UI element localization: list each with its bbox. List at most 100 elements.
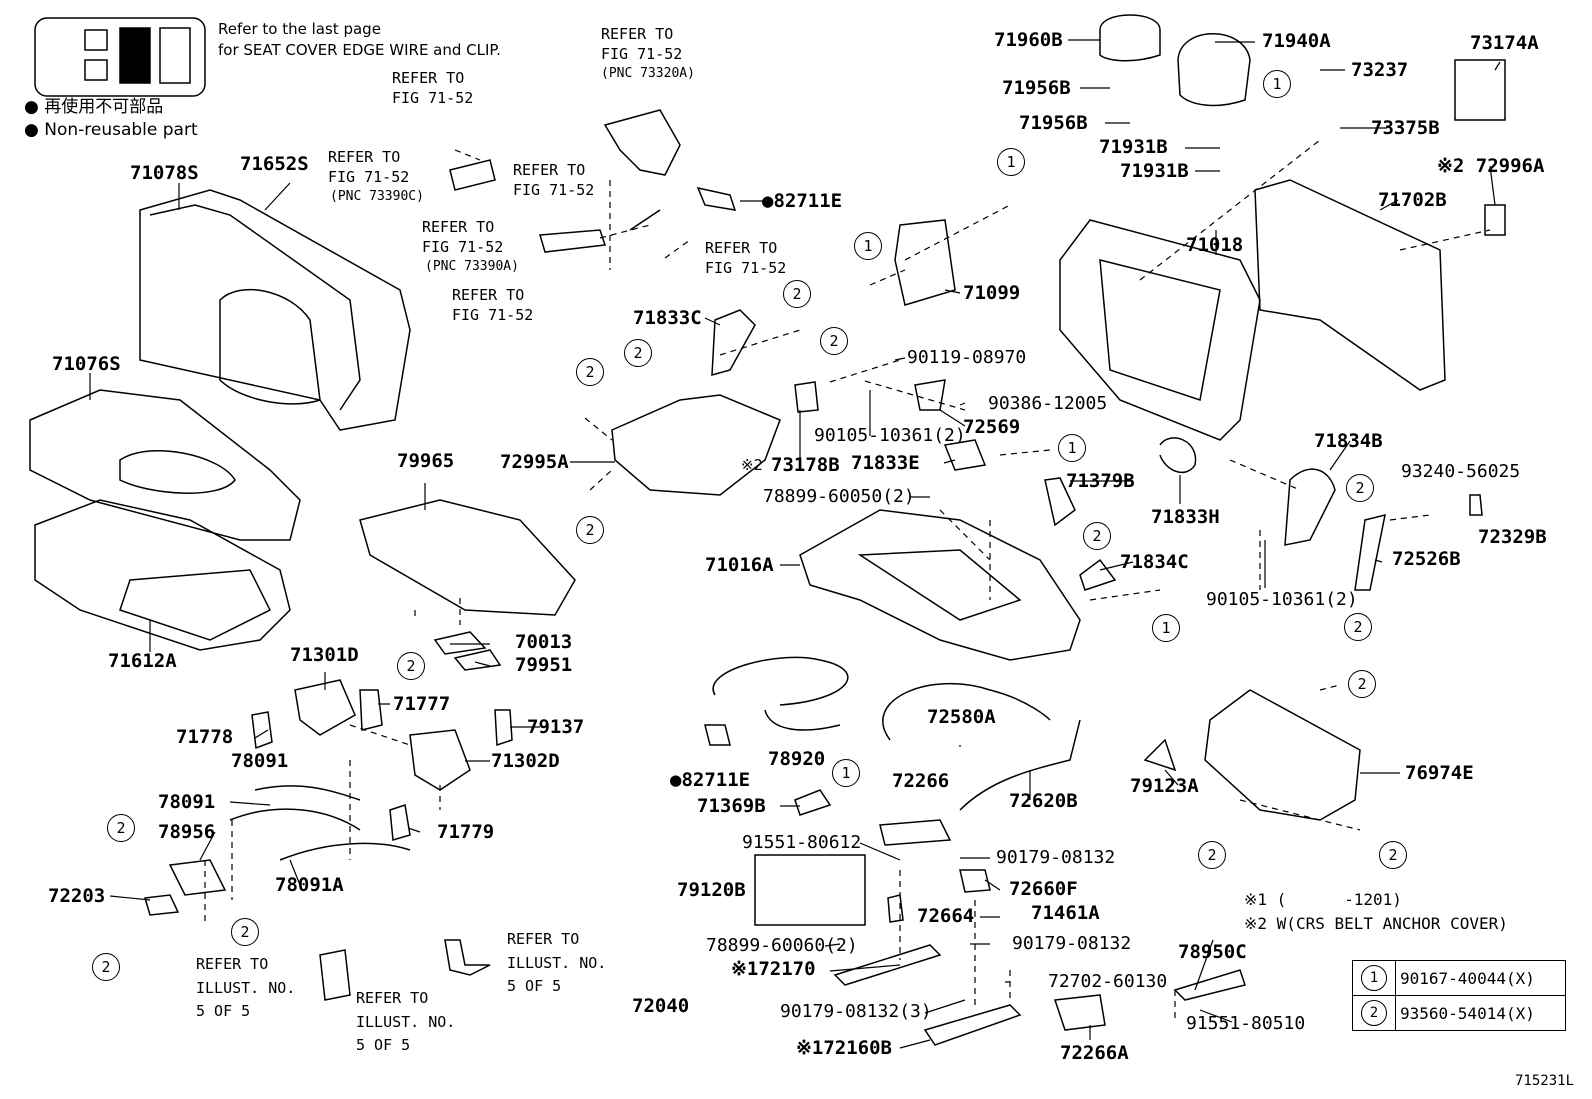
part-label-71461A: 71461A bbox=[1031, 902, 1100, 924]
part-label-71960B: 71960B bbox=[994, 29, 1063, 51]
part-label-78920: 78920 bbox=[768, 748, 826, 770]
part-label-71099: 71099 bbox=[963, 282, 1021, 304]
hinge-71302D bbox=[409, 729, 471, 791]
ref-5c: (PNC 73390A) bbox=[425, 259, 519, 274]
illust-ref-1a: REFER TO bbox=[196, 955, 269, 973]
cover-71834B bbox=[1284, 468, 1336, 546]
marker-circle-1: 1 bbox=[854, 232, 882, 260]
footnote-1: ※1 ( -1201) bbox=[1244, 890, 1402, 909]
buckle-73390C bbox=[449, 159, 496, 191]
illust-ref-2b: ILLUST. NO. bbox=[356, 1013, 456, 1031]
marker-circle-2: 2 bbox=[397, 652, 425, 680]
ref-1a: REFER TO bbox=[392, 69, 465, 87]
illust-ref-1c: 5 OF 5 bbox=[196, 1002, 251, 1020]
leader-lines bbox=[89, 39, 1501, 1049]
cover-73174A bbox=[1454, 59, 1506, 121]
belt-71833H bbox=[1159, 437, 1197, 474]
part-label-73174A: 73174A bbox=[1470, 32, 1539, 54]
bracket-72664 bbox=[887, 894, 904, 923]
tray-72995A bbox=[611, 394, 781, 496]
marker-circle-2: 2 bbox=[1346, 474, 1374, 502]
marker-circle-2: 2 bbox=[820, 327, 848, 355]
ref-1b: FIG 71-52 bbox=[392, 89, 474, 107]
marker-circle-2: 2 bbox=[1348, 670, 1376, 698]
part-label-78091-b: 78091 bbox=[158, 791, 216, 813]
part-label-73237: 73237 bbox=[1351, 59, 1409, 81]
footnote-2: ※2 W(CRS BELT ANCHOR COVER) bbox=[1244, 914, 1508, 933]
part-label-71301D: 71301D bbox=[290, 644, 359, 666]
part-label-90105-10361-a: 90105-10361(2) bbox=[814, 425, 966, 446]
bracket-71369B bbox=[794, 789, 832, 816]
bracket-78956 bbox=[168, 859, 227, 896]
part-label-71016A: 71016A bbox=[705, 554, 774, 576]
cover-71834C bbox=[1079, 558, 1117, 591]
part-label-71369B: 71369B bbox=[697, 795, 766, 817]
cover-79137 bbox=[494, 709, 513, 747]
seat-location-icon bbox=[34, 17, 206, 97]
frame-71016A bbox=[799, 509, 1081, 661]
ref-7b: FIG 71-52 bbox=[705, 259, 787, 277]
legend-part: 93560-54014(X) bbox=[1395, 995, 1566, 1031]
marker-circle-2: 2 bbox=[107, 814, 135, 842]
bracket-72569 bbox=[914, 379, 946, 411]
bracket-72660F bbox=[959, 869, 991, 893]
part-label-71018: 71018 bbox=[1186, 234, 1244, 256]
legend-num: 1 bbox=[1361, 965, 1387, 991]
illust-ref-3a: REFER TO bbox=[507, 930, 580, 948]
part-label-72996A: ※2 72996A bbox=[1437, 155, 1545, 177]
clip-72329B bbox=[1469, 494, 1483, 516]
part-label-72620B: 72620B bbox=[1009, 790, 1078, 812]
marker-circle-1: 1 bbox=[997, 148, 1025, 176]
ref-3b: FIG 71-52 bbox=[328, 168, 410, 186]
illust-ref-3b: ILLUST. NO. bbox=[507, 954, 607, 972]
cover-71099 bbox=[894, 219, 956, 306]
pad-70013 bbox=[433, 631, 487, 655]
part-label-79965: 79965 bbox=[397, 450, 455, 472]
part-label-78091A: 78091A bbox=[275, 874, 344, 896]
pad-bottom-left bbox=[319, 949, 351, 1001]
part-label-71612A: 71612A bbox=[108, 650, 177, 672]
figure-id: 715231L bbox=[1515, 1073, 1575, 1089]
part-label-90179-08132-b: 90179-08132 bbox=[1012, 933, 1132, 954]
cable-78920 bbox=[712, 656, 849, 731]
pad-72266 bbox=[879, 819, 952, 846]
cable-78091 bbox=[229, 785, 411, 861]
part-label-72526B: 72526B bbox=[1392, 548, 1461, 570]
marker-circle-1: 1 bbox=[1152, 614, 1180, 642]
marker-circle-2: 2 bbox=[783, 280, 811, 308]
part-label-79137: 79137 bbox=[527, 716, 585, 738]
marker-circle-2: 2 bbox=[1379, 841, 1407, 869]
pad-72266A bbox=[1053, 994, 1106, 1031]
part-label-71931B-1: 71931B bbox=[1099, 136, 1168, 158]
cover-71778 bbox=[251, 711, 273, 750]
part-label-82711E: ●82711E bbox=[762, 190, 843, 212]
part-label-91551-80612: 91551-80612 bbox=[742, 832, 862, 853]
part-label-72664: 72664 bbox=[917, 905, 975, 927]
legend-row: 2 93560-54014(X) bbox=[1352, 995, 1566, 1031]
ref-5b: FIG 71-52 bbox=[422, 238, 504, 256]
part-label-71778: 71778 bbox=[176, 726, 234, 748]
marker-circle-2: 2 bbox=[576, 358, 604, 386]
pad-79965 bbox=[359, 499, 576, 616]
part-label-91551-80510: 91551-80510 bbox=[1186, 1013, 1306, 1034]
dashed-lines bbox=[204, 139, 1491, 1020]
part-label-90179-08132-a: 90179-08132 bbox=[996, 847, 1116, 868]
illust-ref-1b: ILLUST. NO. bbox=[196, 979, 296, 997]
cover-72526B bbox=[1354, 513, 1386, 591]
part-label-90386-12005: 90386-12005 bbox=[988, 393, 1108, 414]
trim-ref bbox=[444, 939, 491, 976]
ref-3c: (PNC 73390C) bbox=[330, 189, 424, 204]
part-label-79123A: 79123A bbox=[1130, 775, 1199, 797]
part-label-73178B: 73178B bbox=[771, 454, 840, 476]
part-label-71379B: 71379B bbox=[1066, 470, 1135, 492]
part-label-79951: 79951 bbox=[515, 654, 573, 676]
marker-circle-1: 1 bbox=[832, 759, 860, 787]
headrest-71940A bbox=[1177, 33, 1251, 107]
cable-72580A bbox=[882, 682, 1051, 741]
seat-cushion-frame bbox=[34, 499, 291, 651]
ref-7a: REFER TO bbox=[705, 239, 778, 257]
ref-4b: FIG 71-52 bbox=[513, 181, 595, 199]
part-label-71834C: 71834C bbox=[1120, 551, 1189, 573]
ref-5a: REFER TO bbox=[422, 218, 495, 236]
